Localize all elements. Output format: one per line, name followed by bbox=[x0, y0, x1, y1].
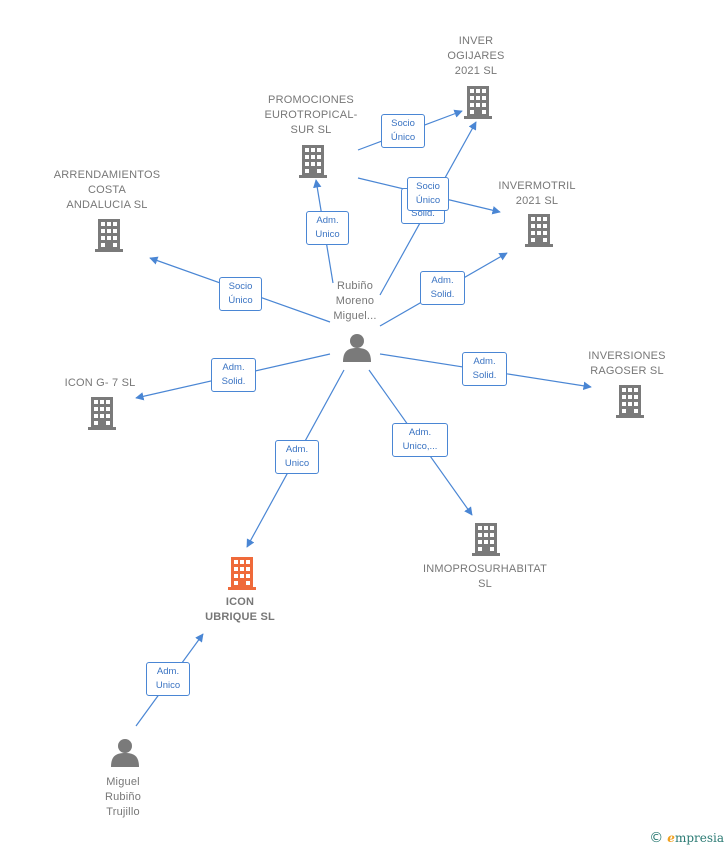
edge-label-rubino-icon-g7: Adm. Solid. bbox=[211, 358, 256, 392]
building-icon[interactable] bbox=[95, 219, 123, 252]
node-label-invermotril[interactable]: INVERMOTRIL 2021 SL bbox=[498, 180, 576, 207]
node-label-arrendamientos[interactable]: ARRENDAMIENTOS COSTA ANDALUCIA SL bbox=[53, 169, 161, 211]
edge-label-rubino-promociones: Adm. Unico bbox=[306, 211, 349, 245]
edge-label-rubino-inver: Socio Único bbox=[407, 177, 449, 211]
edge-label-rubino-inversiones: Adm. Solid. bbox=[462, 352, 507, 386]
building-icon[interactable] bbox=[299, 145, 327, 178]
copyright-icon: © bbox=[649, 830, 664, 846]
building-icon[interactable] bbox=[464, 86, 492, 119]
node-label-inmoprosur[interactable]: INMOPROSURHABITAT SL bbox=[423, 563, 547, 590]
node-label-inversiones[interactable]: INVERSIONES RAGOSER SL bbox=[588, 350, 666, 377]
node-label-icon-g7[interactable]: ICON G- 7 SL bbox=[64, 377, 136, 389]
person-icon[interactable] bbox=[343, 334, 371, 362]
edge-label-rubino-arrendamientos: Socio Único bbox=[219, 277, 262, 311]
footer-brand: ©empresia bbox=[649, 830, 724, 846]
node-label-inver-ogijares[interactable]: INVER OGIJARES 2021 SL bbox=[447, 35, 505, 77]
node-label-miguel-trujillo[interactable]: Miguel Rubiño Trujillo bbox=[104, 776, 142, 818]
building-icon[interactable] bbox=[472, 523, 500, 556]
edge-label-promociones-inver: Socio Único bbox=[381, 114, 425, 148]
node-label-promociones[interactable]: PROMOCIONES EUROTROPICAL- SUR SL bbox=[264, 94, 358, 136]
person-icon[interactable] bbox=[111, 739, 139, 767]
edge-label-rubino-inmoprosur: Adm. Unico,... bbox=[392, 423, 448, 457]
edge-label-miguel-ubrique: Adm. Unico bbox=[146, 662, 190, 696]
node-label-rubino-moreno[interactable]: Rubiño Moreno Miguel... bbox=[333, 280, 377, 322]
building-icon[interactable] bbox=[88, 397, 116, 430]
edge-label-rubino-ubrique: Adm. Unico bbox=[275, 440, 319, 474]
building-icon[interactable] bbox=[616, 385, 644, 418]
node-label-icon-ubrique[interactable]: ICON UBRIQUE SL bbox=[205, 596, 275, 623]
building-icon[interactable] bbox=[525, 214, 553, 247]
brand-name: mpresia bbox=[674, 831, 724, 845]
edge-label-rubino-invermotril: Adm. Solid. bbox=[420, 271, 465, 305]
brand-initial: e bbox=[667, 831, 675, 845]
building-icon[interactable] bbox=[228, 557, 256, 590]
